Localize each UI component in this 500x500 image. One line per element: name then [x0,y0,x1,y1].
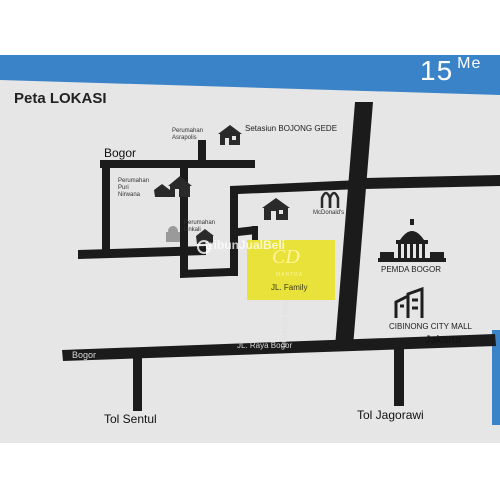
mcdonalds-icon [320,191,340,208]
map-title: Peta LOKASI [14,90,107,107]
road-asrapolis-link [198,140,206,164]
road-middle-bottom [180,268,230,278]
house-icon [218,125,242,145]
property-logo-sub: MANTRA [276,272,304,278]
house-icon [262,198,290,220]
house-icon [154,176,192,197]
watermark-logo-icon [197,240,211,254]
pemda-building-icon [378,219,446,262]
road-west-bottom [78,246,206,259]
label-jl-family: JL. Family [271,283,308,292]
label-perumahan-puri-nirwana: Perumahan Puri Nirwana [118,178,150,198]
mosque-icon [166,226,180,242]
label-road-bogor: Bogor [72,350,97,360]
label-tol-jagorawi: Tol Jagorawi [357,408,424,422]
label-pemda-bogor: PEMDA BOGOR [381,265,442,274]
road-family [238,226,256,236]
road-jl-raya-bogor [62,334,496,361]
road-east [365,175,500,189]
blue-banner [0,55,500,95]
label-mcdonalds: McDonald's [313,210,345,216]
watermark: tribunJualBeli [205,238,286,252]
property-logo: CD [272,246,300,268]
road-middle-vertical [180,164,188,276]
label-tol-sentul: Tol Sentul [104,412,157,426]
label-jakarta: Jakarta [425,334,462,346]
label-stasiun-bojong-gede: Setasiun BOJONG GEDE [245,124,338,133]
right-blue-strip [492,330,500,425]
road-bogor-top [100,160,255,168]
road-tol-jagorawi [394,342,404,406]
road-family-stub [252,226,258,244]
road-tol-sentul [133,356,142,411]
road-jl-tegar-beriman [335,102,373,347]
banner-number: 15 [420,55,454,86]
label-perumahan-asrapolis: Perumahan Asrapolis [172,128,204,141]
banner-tail: Me [457,55,482,72]
mall-building-icon [394,286,424,318]
road-curve-right [230,180,360,194]
property-highlight [247,240,335,300]
label-bogor-top: Bogor [104,146,137,160]
road-inner-vertical [230,186,238,276]
label-cibinong-city-mall: CIBINONG CITY MALL [389,322,472,331]
label-jl-raya-bogor: JL. Raya Bogor [237,341,293,350]
road-west-vertical [102,160,110,256]
label-perumahan-lower: Perumahan Unkali [184,220,216,233]
